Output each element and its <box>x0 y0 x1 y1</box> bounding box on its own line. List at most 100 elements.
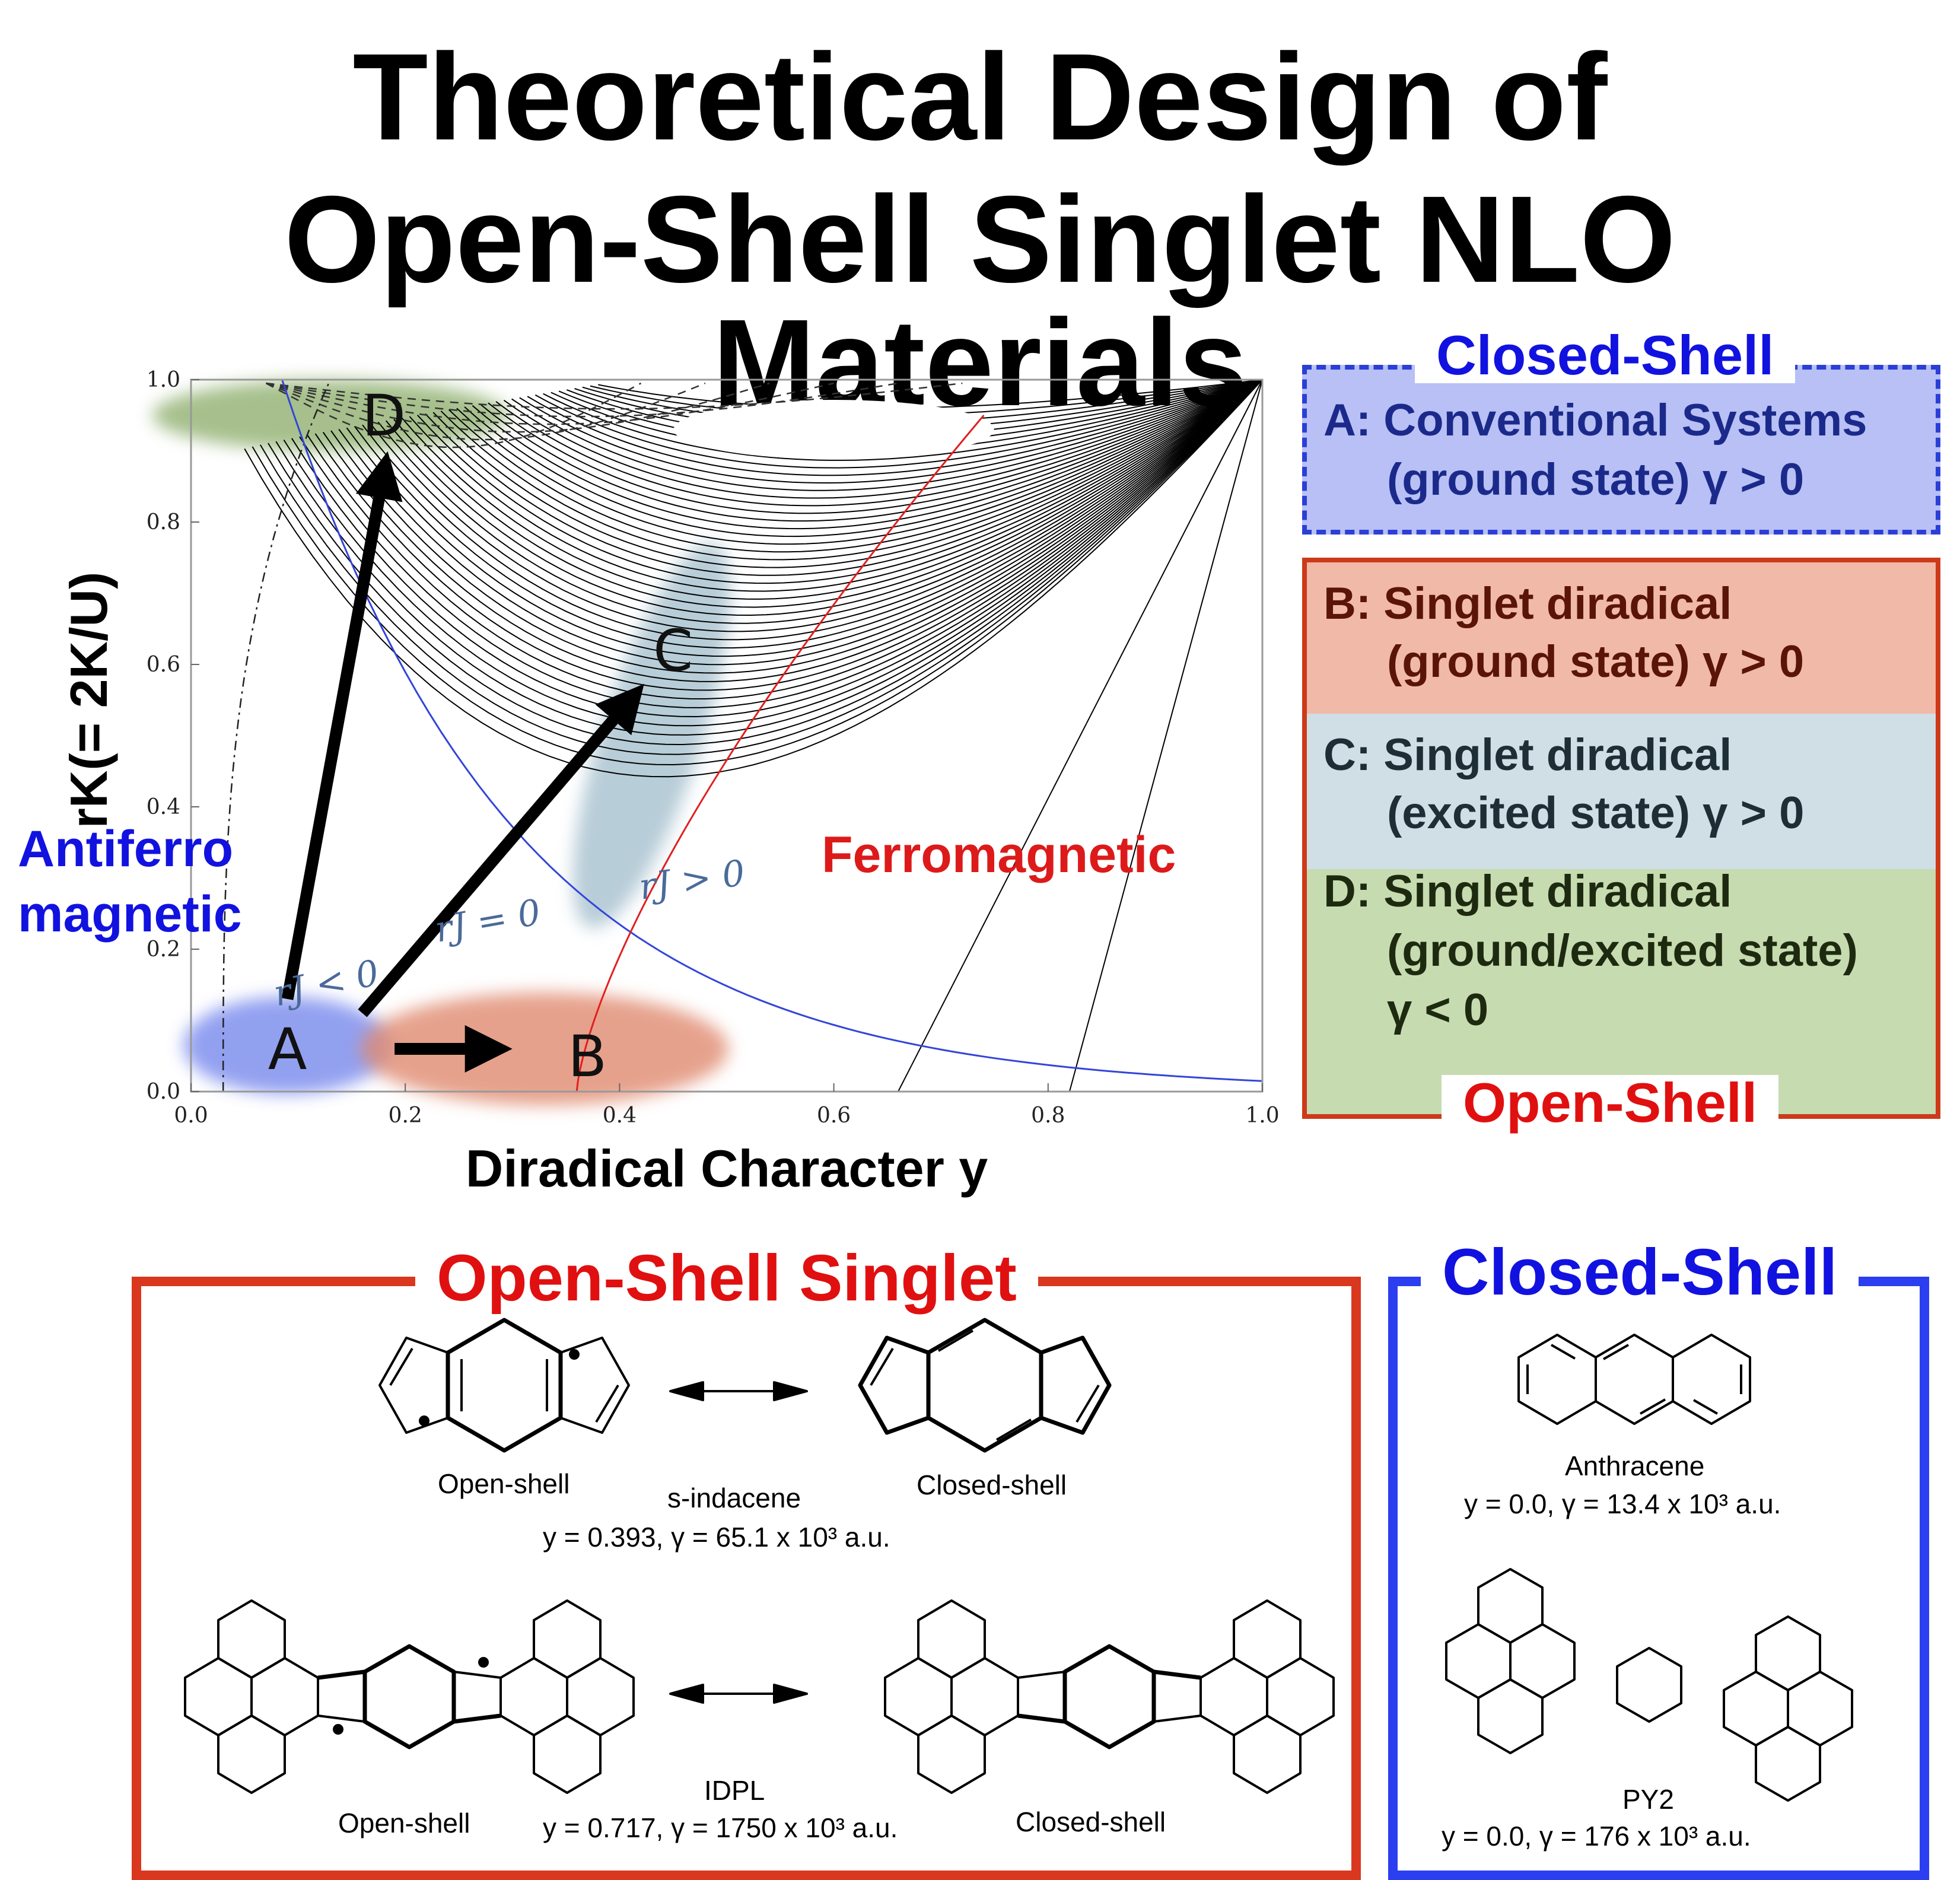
contour-line <box>275 379 1263 736</box>
anthracene-name: Anthracene <box>1565 1450 1705 1481</box>
contour-line <box>534 379 1263 469</box>
contour-line <box>1068 379 1263 1092</box>
contour-line <box>393 379 1263 608</box>
arrow-a-to-d <box>281 451 403 1000</box>
contour-line <box>543 379 1263 461</box>
open-shell-singlet-title: Open-Shell Singlet <box>415 1246 1038 1311</box>
dashed-contour <box>266 382 899 418</box>
legend-d-line1: D: Singlet diradical <box>1323 866 1732 917</box>
contour-line <box>479 379 1263 522</box>
contour-line <box>385 379 1263 616</box>
contour-line <box>307 379 1263 700</box>
contour-line <box>511 379 1263 491</box>
contour-line <box>322 379 1263 682</box>
idpl-open-shell-label: Open-shell <box>338 1808 470 1838</box>
y-tick-label: 0.0 <box>147 1080 180 1104</box>
py2-values: y = 0.0, γ = 176 x 10³ a.u. <box>1442 1821 1751 1852</box>
contour-line <box>252 379 1263 766</box>
legend-c-band: C: Singlet diradical (excited state) γ >… <box>1307 714 1936 869</box>
contour-line <box>425 379 1263 576</box>
special-curves <box>281 379 1263 1092</box>
s-indacene-name: s-indacene <box>667 1483 801 1513</box>
antiferromagnetic-label-line1: Antiferro <box>18 820 233 877</box>
contour-line <box>464 379 1263 537</box>
contour-line <box>299 379 1263 708</box>
s-indacene-values: y = 0.393, γ = 65.1 x 10³ a.u. <box>543 1522 890 1553</box>
contour-line <box>291 379 1263 718</box>
py2-name: PY2 <box>1622 1784 1674 1815</box>
region-c <box>573 543 731 928</box>
legend-d-line2: (ground/excited state) <box>1387 925 1858 976</box>
contour-line <box>519 379 1263 484</box>
contour-line <box>409 379 1263 592</box>
contour-void <box>673 400 994 459</box>
y-tick-label: 0.6 <box>147 653 180 677</box>
dashed-contour <box>266 382 963 410</box>
legend-c-line2: (excited state) γ > 0 <box>1387 788 1805 838</box>
x-tick-label: 1.0 <box>1245 1103 1279 1128</box>
x-tick-label: 0.0 <box>174 1103 208 1128</box>
contour-line <box>362 379 1263 641</box>
x-axis-title: Diradical Character y <box>466 1139 988 1198</box>
contour-line <box>440 379 1263 561</box>
y-tick-label: 0.4 <box>147 795 180 819</box>
point-label-c: C <box>653 618 693 684</box>
contour-line <box>330 379 1263 674</box>
contour-line <box>416 379 1263 584</box>
x-tick-label: 0.2 <box>389 1103 422 1128</box>
curve-label-2: rJ = 0 <box>432 892 544 951</box>
s-indacene-open-shell-label: Open-shell <box>438 1468 570 1499</box>
y-tick-label: 1.0 <box>147 368 180 392</box>
point-label-a: A <box>268 1016 307 1083</box>
contour-line <box>488 379 1263 514</box>
contour-line <box>283 379 1263 727</box>
contour-line <box>314 379 1263 691</box>
closed-shell-title: Closed-Shell <box>1421 1240 1859 1305</box>
anthracene-values: y = 0.0, γ = 13.4 x 10³ a.u. <box>1464 1488 1781 1519</box>
contour-line <box>346 379 1263 657</box>
region-a <box>183 997 392 1094</box>
contour-line <box>495 379 1263 507</box>
legend-d-line3: γ < 0 <box>1387 985 1489 1035</box>
closed-shell-legend: A: Conventional Systems (ground state) γ… <box>1302 365 1940 535</box>
rj-zero-curve <box>281 379 1263 1082</box>
arrows <box>281 451 644 1073</box>
contour-line <box>472 379 1263 530</box>
x-tick-label: 0.6 <box>817 1103 851 1128</box>
region-b <box>360 993 728 1105</box>
y-axis-title: rK(= 2K/U) <box>59 572 118 829</box>
ferromagnetic-label: Ferromagnetic <box>822 826 1176 883</box>
s-indacene-closed-shell-label: Closed-shell <box>917 1469 1067 1500</box>
legend-b-band: B: Singlet diradical (ground state) γ > … <box>1307 562 1936 714</box>
dot-dash-boundary <box>222 379 331 1092</box>
closed-shell-legend-title: Closed-Shell <box>1415 327 1796 383</box>
idpl-values: y = 0.717, γ = 1750 x 10³ a.u. <box>543 1812 898 1843</box>
contour-line <box>370 379 1263 632</box>
legend-a-line2: (ground state) γ > 0 <box>1387 454 1805 505</box>
idpl-closed-shell-label: Closed-shell <box>1016 1806 1166 1837</box>
ferromagnetic-curve <box>575 415 985 1092</box>
title-line-1: Theoretical Design of <box>352 28 1608 166</box>
contour-line <box>244 379 1263 778</box>
contour-line <box>377 379 1263 624</box>
x-tick-label: 0.8 <box>1031 1103 1065 1128</box>
open-shell-legend: B: Singlet diradical (ground state) γ > … <box>1302 558 1940 1119</box>
plot-frame <box>190 378 1264 1093</box>
open-shell-legend-title: Open-Shell <box>1442 1075 1779 1131</box>
point-label-b: B <box>568 1023 607 1090</box>
contour-line <box>898 379 1263 1092</box>
antiferromagnetic-label-line2: magnetic <box>18 886 242 943</box>
idpl-name: IDPL <box>704 1775 765 1806</box>
shaded-regions <box>152 380 731 1105</box>
contour-line <box>503 379 1263 499</box>
x-tick-label: 0.4 <box>603 1103 637 1128</box>
contour-line <box>259 379 1263 755</box>
legend-c-line1: C: Singlet diradical <box>1323 730 1732 780</box>
contour-line <box>268 379 1263 746</box>
contour-line <box>401 379 1263 600</box>
dashed-contour <box>266 382 834 425</box>
legend-b-line2: (ground state) γ > 0 <box>1387 637 1805 687</box>
contour-lines <box>222 379 1263 1092</box>
y-tick-label: 0.8 <box>147 510 180 535</box>
